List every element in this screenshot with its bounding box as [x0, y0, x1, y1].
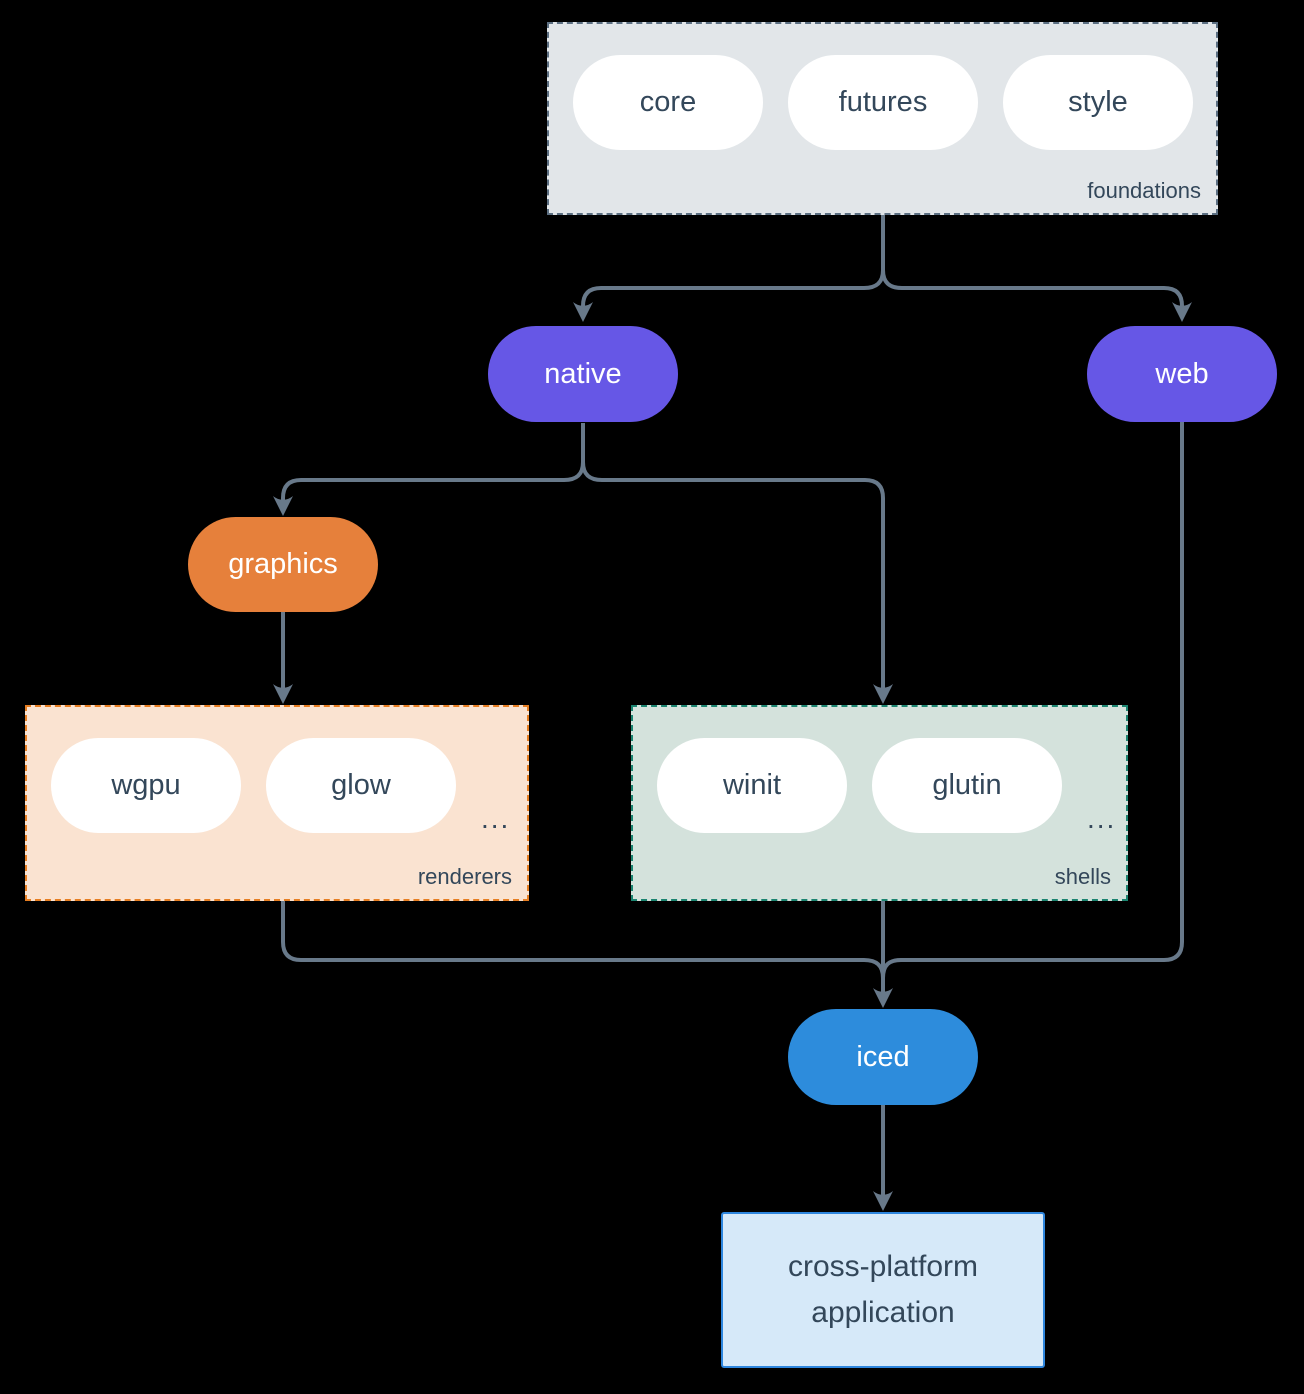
shells-group: winit glutin ... shells: [631, 705, 1128, 901]
shells-ellipsis: ...: [1087, 802, 1117, 834]
wgpu-label: wgpu: [111, 769, 181, 801]
glow-label: glow: [331, 769, 391, 801]
edge-foundations-native: [573, 215, 885, 322]
winit-label: winit: [722, 769, 781, 801]
winit-pill: winit: [657, 738, 847, 833]
glutin-label: glutin: [932, 769, 1002, 801]
wgpu-pill: wgpu: [51, 738, 241, 833]
graphics-label: graphics: [228, 548, 338, 580]
native-label: native: [544, 357, 622, 390]
edge-renderers-iced: [281, 901, 885, 979]
style-label: style: [1068, 86, 1128, 118]
edge-foundations-web: [881, 215, 1192, 322]
renderers-group-label: renderers: [417, 864, 512, 889]
futures-pill: futures: [788, 55, 978, 150]
foundations-group: core futures style foundations: [547, 22, 1218, 215]
application-label: cross-platform application: [787, 1249, 979, 1330]
iced-label: iced: [856, 1040, 910, 1073]
native-node: native: [488, 326, 678, 422]
style-pill: style: [1003, 55, 1193, 150]
core-label: core: [639, 86, 697, 118]
web-node: web: [1087, 326, 1277, 422]
glutin-pill: glutin: [872, 738, 1062, 833]
edge-native-shells: [581, 423, 893, 704]
renderers-ellipsis: ...: [481, 802, 511, 834]
core-pill: core: [573, 55, 763, 150]
edge-native-graphics: [273, 423, 585, 516]
iced-node: iced: [788, 1009, 978, 1105]
edge-web-iced: [881, 421, 1184, 979]
web-label: web: [1155, 357, 1209, 390]
cross-platform-application-node: cross-platform application: [721, 1212, 1045, 1368]
foundations-group-label: foundations: [1087, 178, 1201, 203]
graphics-node: graphics: [188, 517, 378, 612]
shells-group-label: shells: [1054, 864, 1111, 889]
glow-pill: glow: [266, 738, 456, 833]
futures-label: futures: [838, 86, 928, 118]
renderers-group: wgpu glow ... renderers: [25, 705, 529, 901]
